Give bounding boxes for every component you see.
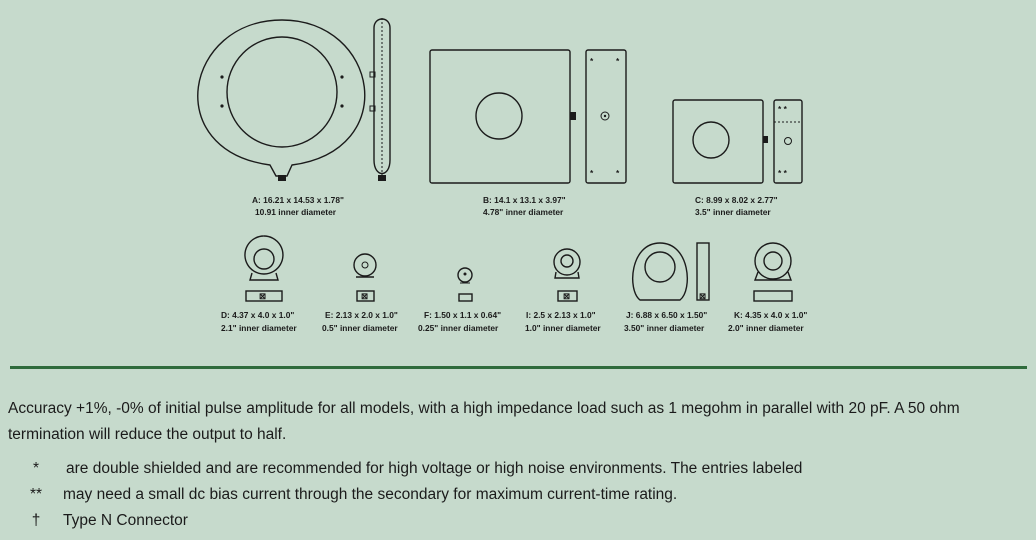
section-divider <box>10 366 1027 369</box>
model-b-dims: B: 14.1 x 13.1 x 3.97" <box>483 195 566 205</box>
model-b-drawing: * * * * <box>429 49 627 184</box>
model-e-inner: 0.5" inner diameter <box>322 323 398 333</box>
model-f-inner: 0.25" inner diameter <box>418 323 499 333</box>
model-j-inner: 3.50" inner diameter <box>624 323 705 333</box>
model-d-drawing: ⊠ <box>244 235 284 302</box>
svg-text:⊠: ⊠ <box>563 291 570 301</box>
model-f-dims: F: 1.50 x 1.1 x 0.64" <box>424 310 501 320</box>
model-j-drawing: ⊠ <box>632 242 710 301</box>
model-i-dims: I: 2.5 x 2.13 x 1.0" <box>526 310 596 320</box>
current-monitor-drawings: ** ** * * * * A: 16.21 x 14.53 x 1.78" 1… <box>197 18 807 333</box>
footnote-symbol: * <box>32 460 40 477</box>
model-j-dims: J: 6.88 x 6.50 x 1.50" <box>626 310 707 320</box>
model-k-drawing <box>753 242 793 302</box>
footnote-text: may need a small dc bias current through… <box>63 486 678 503</box>
svg-text:*: * <box>616 56 620 66</box>
svg-text:⊠: ⊠ <box>259 291 266 301</box>
model-e-dims: E: 2.13 x 2.0 x 1.0" <box>325 310 398 320</box>
accuracy-note: Accuracy +1%, -0% of initial pulse ampli… <box>8 400 960 443</box>
model-k-dims: K: 4.35 x 4.0 x 1.0" <box>734 310 807 320</box>
model-k-inner: 2.0" inner diameter <box>728 323 804 333</box>
model-e-drawing: ⊠ <box>353 253 377 302</box>
model-a-dims: A: 16.21 x 14.53 x 1.78" <box>252 195 344 205</box>
svg-text:*: * <box>590 168 594 178</box>
model-a-drawing <box>197 18 391 181</box>
model-d-dims: D: 4.37 x 4.0 x 1.0" <box>221 310 294 320</box>
footnote-symbol: † <box>31 512 41 529</box>
footnote-text: are double shielded and are recommended … <box>66 460 803 477</box>
svg-text:⊠: ⊠ <box>361 291 368 301</box>
footnote-symbol: ** <box>29 486 43 503</box>
model-a-inner: 10.91 inner diameter <box>255 207 337 217</box>
footnote-text: Type N Connector <box>63 512 188 529</box>
svg-text:⊠: ⊠ <box>699 291 706 301</box>
model-f-drawing <box>457 267 473 302</box>
model-c-drawing: * * * * <box>672 99 803 184</box>
model-b-inner: 4.78" inner diameter <box>483 207 564 217</box>
model-d-inner: 2.1" inner diameter <box>221 323 297 333</box>
model-i-inner: 1.0" inner diameter <box>525 323 601 333</box>
svg-text:* *: * * <box>778 104 788 114</box>
svg-text:*: * <box>616 168 620 178</box>
svg-text:*: * <box>590 56 594 66</box>
model-c-dims: C: 8.99 x 8.02 x 2.77" <box>695 195 778 205</box>
model-c-inner: 3.5" inner diameter <box>695 207 771 217</box>
svg-text:* *: * * <box>778 168 788 178</box>
model-i-drawing: ⊠ <box>553 248 581 302</box>
